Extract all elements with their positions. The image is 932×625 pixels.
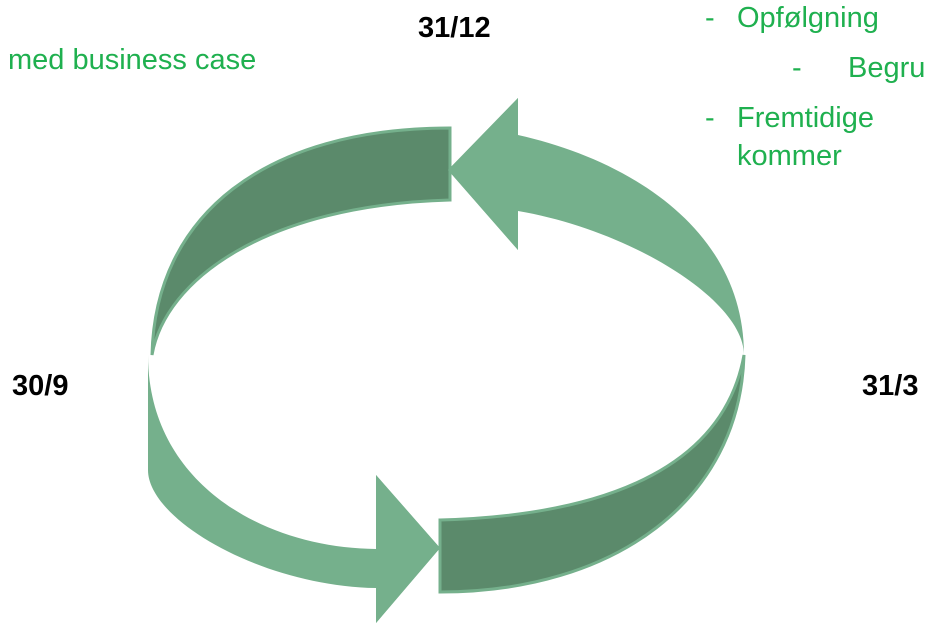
bullet-dash-sub-1: - [792, 52, 802, 84]
bullet-fremtidige: Fremtidige [737, 102, 874, 134]
bullet-opfolgning: Opfølgning [737, 2, 879, 34]
sub-bullet-begru: Begru [848, 52, 926, 84]
date-label-left: 30/9 [12, 370, 69, 402]
date-label-right: 31/3 [862, 370, 919, 402]
bullet-kommer: kommer [737, 140, 842, 172]
top-arrowhead [448, 98, 518, 250]
bottom-arrowhead [376, 475, 440, 623]
bullet-dash-2: - [705, 102, 715, 134]
band-top-right [448, 98, 744, 355]
date-label-top: 31/12 [418, 12, 491, 44]
inner-band-top-left [150, 126, 452, 356]
bullet-dash-1: - [705, 2, 715, 34]
band-bottom-left [148, 355, 440, 623]
inner-band-bottom-right [438, 354, 746, 594]
left-note-text: med business case [8, 44, 257, 76]
